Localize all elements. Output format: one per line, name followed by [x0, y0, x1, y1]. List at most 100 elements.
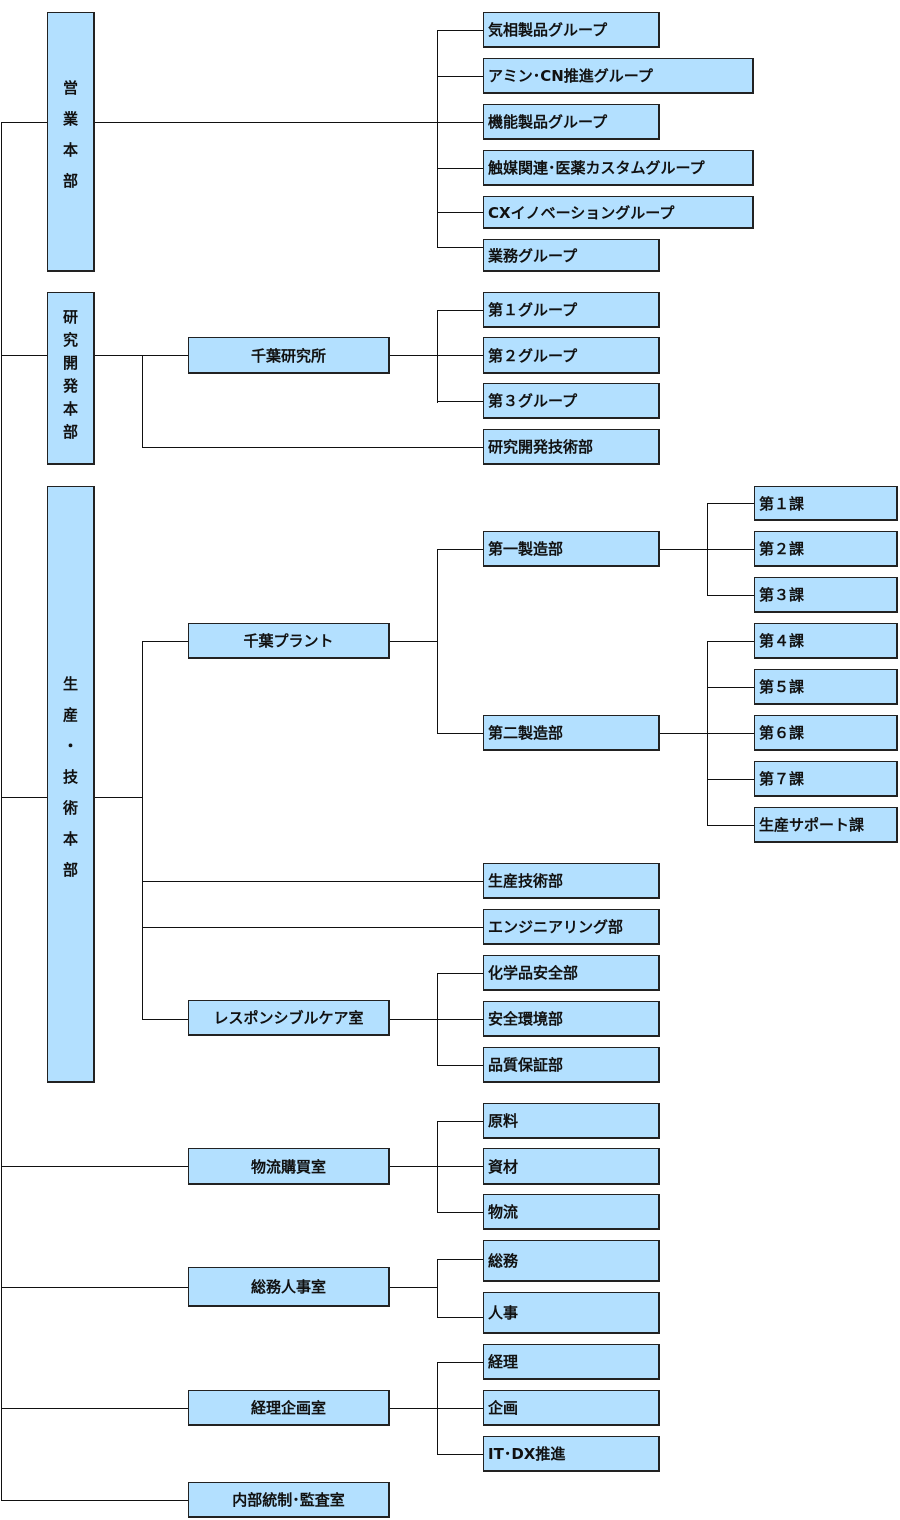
group-box: CXイノベーショングループ	[483, 196, 754, 229]
box-label: 第７課	[759, 770, 805, 788]
connector-line	[390, 641, 438, 642]
box-label: 第２グループ	[488, 346, 578, 365]
connector-line	[707, 549, 755, 550]
section-box: 第７課	[754, 761, 898, 797]
rnd-tech-box: 研究開発技術部	[483, 429, 660, 465]
connector-line	[437, 1065, 484, 1066]
connector-line	[142, 641, 143, 1020]
box-label: 企画	[488, 1399, 519, 1417]
box-label: 総務	[488, 1252, 519, 1270]
connector-line	[437, 1362, 484, 1363]
box-label: 品質保証部	[488, 1056, 564, 1074]
prod-tech-box: 生産技術部	[483, 863, 660, 899]
box-label: 第１課	[759, 494, 805, 513]
connector-line	[707, 733, 755, 734]
connector-line	[390, 1019, 438, 1020]
connector-line	[437, 355, 484, 356]
connector-line	[437, 1259, 484, 1260]
unit-box: 人事	[483, 1292, 660, 1334]
box-label: 研究開発本部	[61, 309, 79, 447]
connector-line	[390, 1408, 438, 1409]
section-box: 第４課	[754, 623, 898, 659]
connector-line	[95, 122, 438, 123]
box-label: 内部統制･監査室	[232, 1491, 345, 1509]
group-box: 第２グループ	[483, 337, 660, 374]
mfg1-box: 第一製造部	[483, 531, 660, 567]
ga-hr-box: 総務人事室	[188, 1267, 390, 1307]
box-label: 第２課	[759, 540, 805, 558]
section-box: 生産サポート課	[754, 807, 898, 843]
section-box: 第５課	[754, 669, 898, 705]
connector-line	[437, 1408, 484, 1409]
box-label: 物流	[488, 1203, 519, 1221]
section-box: 第３課	[754, 577, 898, 613]
box-label: 安全環境部	[488, 1010, 564, 1028]
box-label: 触媒関連･医薬カスタムグループ	[488, 159, 705, 177]
box-label: 資材	[488, 1157, 519, 1176]
box-label: IT･DX推進	[488, 1445, 566, 1463]
connector-line	[437, 1019, 484, 1020]
unit-box: 物流	[483, 1194, 660, 1230]
connector-line	[142, 447, 484, 448]
box-label: 研究開発技術部	[488, 438, 594, 456]
sales-division: 営業本部	[47, 12, 95, 272]
audit-box: 内部統制･監査室	[188, 1482, 390, 1518]
section-box: 第２課	[754, 531, 898, 567]
connector-line	[437, 247, 484, 248]
connector-line	[1, 122, 48, 123]
mfg2-box: 第二製造部	[483, 715, 660, 751]
unit-box: 経理	[483, 1344, 660, 1380]
logistics-box: 物流購買室	[188, 1148, 390, 1185]
connector-line	[437, 733, 484, 734]
connector-line	[437, 1454, 484, 1455]
box-label: 経理企画室	[250, 1399, 326, 1417]
connector-line	[437, 310, 484, 311]
box-label: 第３課	[759, 586, 805, 604]
connector-line	[660, 549, 708, 550]
connector-line	[660, 733, 708, 734]
box-label: 人事	[488, 1304, 519, 1322]
box-label: アミン･CN推進グループ	[488, 67, 653, 85]
group-box: 第３グループ	[483, 383, 660, 419]
connector-line	[707, 825, 755, 826]
connector-line	[142, 641, 189, 642]
connector-line	[142, 927, 484, 928]
connector-line	[437, 1166, 484, 1167]
dept-box: 品質保証部	[483, 1047, 660, 1083]
production-division: 生産・技術本部	[47, 486, 95, 1083]
connector-line	[142, 1019, 189, 1020]
box-label: 第４課	[759, 632, 805, 650]
connector-line	[707, 641, 755, 642]
connector-line	[1, 797, 48, 798]
connector-line	[437, 122, 484, 123]
connector-line	[437, 1121, 484, 1122]
connector-line	[437, 1259, 438, 1318]
connector-line	[1, 1287, 189, 1288]
group-box: 触媒関連･医薬カスタムグループ	[483, 150, 754, 186]
chiba-lab-box: 千葉研究所	[188, 337, 390, 374]
box-label: エンジニアリング部	[488, 918, 624, 936]
box-label: 生産サポート課	[759, 816, 865, 834]
box-label: CXイノベーショングループ	[488, 203, 675, 222]
connector-line	[437, 401, 484, 402]
connector-line	[1, 1500, 189, 1501]
rnd-division: 研究開発本部	[47, 292, 95, 465]
connector-line	[390, 355, 438, 356]
box-label: 千葉研究所	[250, 346, 326, 365]
box-label: 営業本部	[61, 79, 79, 204]
box-label: 第二製造部	[488, 724, 564, 742]
connector-line	[437, 76, 484, 77]
connector-line	[437, 168, 484, 169]
group-box: 第１グループ	[483, 292, 660, 328]
connector-line	[707, 595, 755, 596]
connector-line	[390, 1287, 438, 1288]
group-box: 機能製品グループ	[483, 104, 660, 140]
connector-line	[437, 30, 438, 248]
box-label: 第１グループ	[488, 301, 578, 319]
chiba-plant-box: 千葉プラント	[188, 623, 390, 659]
box-label: 気相製品グループ	[488, 21, 608, 39]
connector-line	[437, 549, 484, 550]
box-label: 第５課	[759, 678, 805, 696]
box-label: 千葉プラント	[243, 632, 334, 650]
connector-line	[1, 1166, 189, 1167]
